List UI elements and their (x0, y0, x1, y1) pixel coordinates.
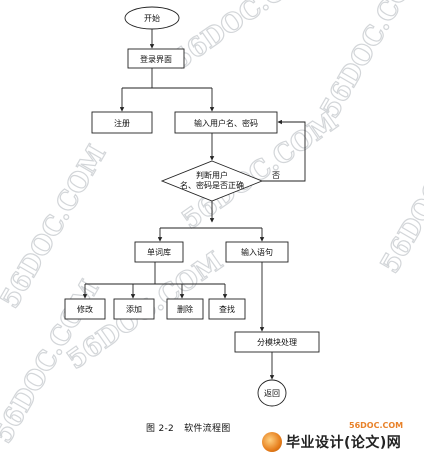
node-word-library-label: 单词库 (147, 247, 171, 257)
node-input-credentials: 输入用户名、密码 (174, 111, 278, 134)
node-word-library: 单词库 (134, 241, 184, 263)
node-input-sentence: 输入语句 (225, 241, 289, 263)
node-input-sentence-label: 输入语句 (241, 247, 273, 257)
watermark: 56DOC.COM (167, 0, 334, 76)
node-decision: 判断用户 名、密码是否正确 (160, 160, 264, 202)
figure-caption: 图 2-2 软件流程图 (146, 421, 241, 434)
node-login-label: 登录界面 (140, 54, 172, 64)
node-start-label: 开始 (144, 13, 160, 23)
node-search: 查找 (208, 298, 246, 320)
node-delete: 删除 (166, 298, 204, 320)
node-start: 开始 (124, 6, 180, 30)
node-module-process-label: 分模块处理 (257, 337, 297, 347)
edge-no-loop (262, 119, 306, 182)
node-return-label: 返回 (264, 389, 280, 398)
node-login: 登录界面 (127, 48, 185, 69)
node-module-process: 分模块处理 (234, 331, 320, 353)
brand-name: 毕业设计(论文)网 (286, 435, 402, 451)
watermark: 56DOC.COM (375, 105, 424, 278)
node-return: 返回 (257, 379, 287, 407)
node-register: 注册 (91, 111, 153, 134)
node-modify: 修改 (64, 298, 106, 320)
node-add-label: 添加 (126, 304, 142, 314)
node-delete-label: 删除 (177, 304, 193, 314)
node-decision-label-line2: 名、密码是否正确 (180, 180, 244, 190)
globe-icon (262, 432, 282, 452)
node-search-label: 查找 (219, 304, 235, 314)
edge-no-label: 否 (272, 171, 280, 180)
figure-title: 软件流程图 (184, 424, 231, 434)
node-modify-label: 修改 (77, 304, 93, 314)
brand-url: 56DOC.COM (349, 421, 404, 430)
node-register-label: 注册 (114, 118, 130, 128)
node-decision-label-line1: 判断用户 (196, 170, 228, 180)
node-add: 添加 (113, 298, 155, 320)
node-input-credentials-label: 输入用户名、密码 (194, 118, 258, 128)
figure-number: 图 2-2 (146, 424, 175, 434)
watermark: 56DOC.COM (315, 0, 424, 123)
brand-logo-block: 毕业设计(论文)网 (262, 432, 401, 452)
flowchart-edges (82, 29, 306, 380)
